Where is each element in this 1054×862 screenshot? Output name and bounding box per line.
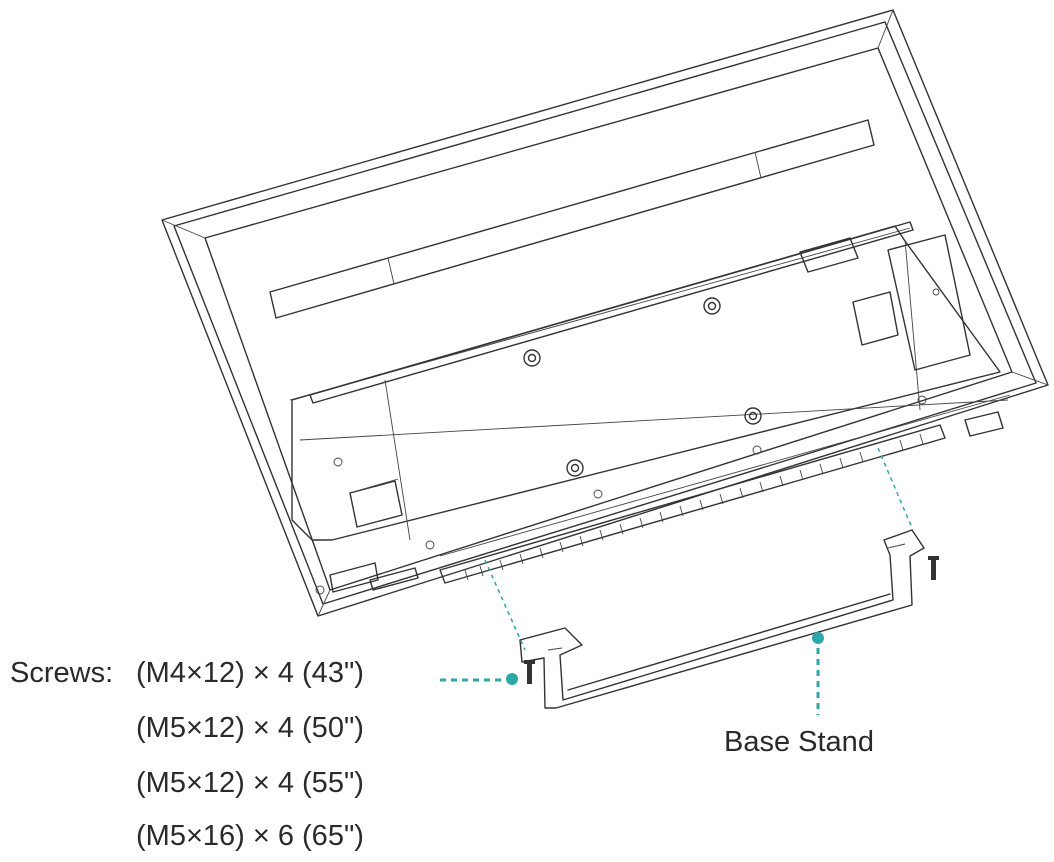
mounting-holes bbox=[523, 297, 762, 477]
screw-spec-50: (M5×12) × 4 (50") bbox=[136, 712, 364, 744]
screw-spec-55: (M5×12) × 4 (55") bbox=[136, 767, 364, 799]
base-stand bbox=[519, 529, 925, 709]
screw-spec-65: (M5×16) × 6 (65") bbox=[136, 820, 364, 852]
screws-prefix: Screws: bbox=[10, 657, 114, 689]
base-stand-label: Base Stand bbox=[724, 726, 874, 758]
base-stand-callout bbox=[812, 632, 824, 715]
screws-callout bbox=[440, 673, 518, 685]
screw-icon bbox=[524, 556, 939, 684]
screw-spec-43: (M4×12) × 4 (43") bbox=[136, 657, 364, 689]
alignment-guides bbox=[484, 447, 913, 651]
tv-back-panel bbox=[161, 9, 1049, 617]
